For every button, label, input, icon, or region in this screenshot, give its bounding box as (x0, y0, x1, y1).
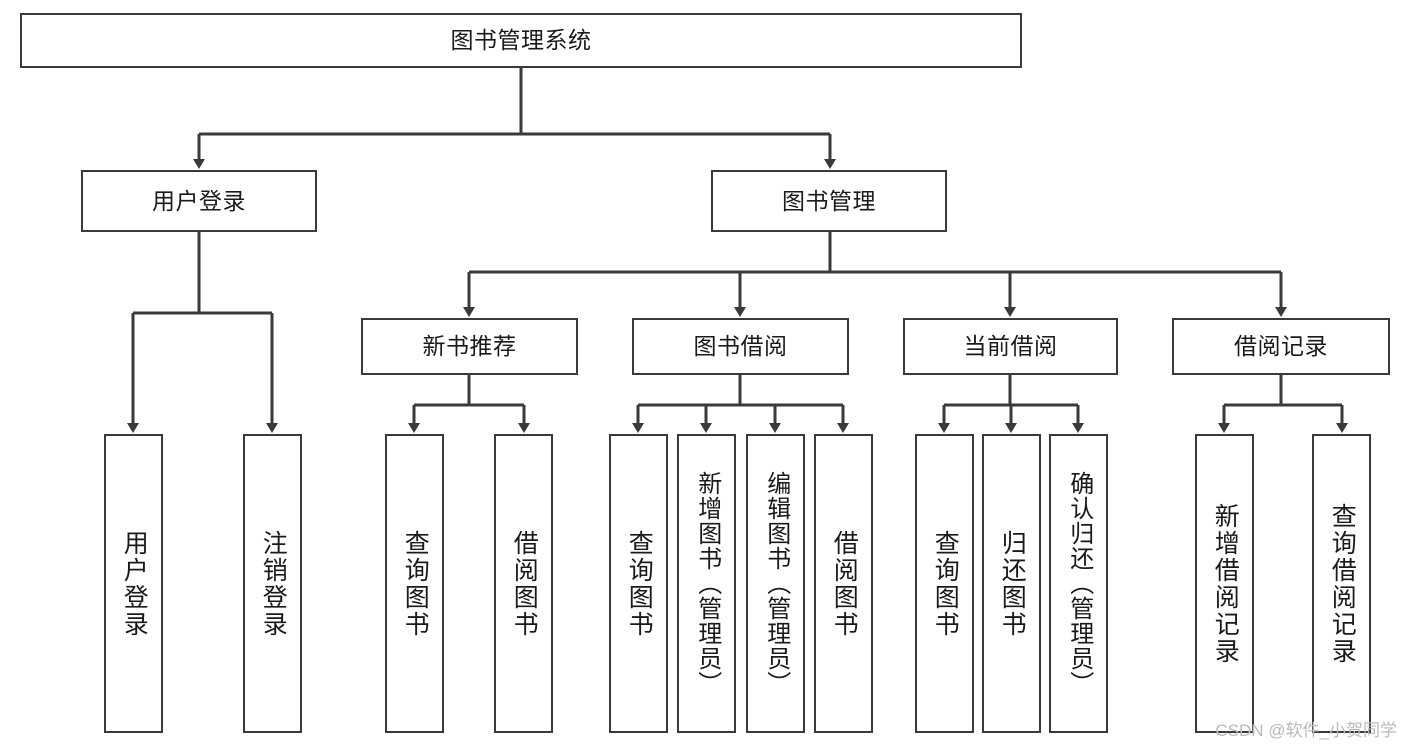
node-leaf-user-login[interactable]: 用户登录 (104, 434, 163, 733)
node-leaf-query-borrow-record-label: 查询借阅记录 (1328, 502, 1357, 665)
node-leaf-add-borrow-record-label: 新增借阅记录 (1211, 502, 1240, 665)
node-leaf-edit-book-admin[interactable]: 编辑图书（管理员） (746, 434, 805, 733)
node-leaf-query-book-borrow-label: 查询图书 (625, 529, 654, 638)
node-leaf-logout-label: 注销登录 (259, 529, 288, 638)
node-leaf-add-borrow-record[interactable]: 新增借阅记录 (1195, 434, 1254, 733)
node-leaf-user-login-label: 用户登录 (120, 529, 149, 638)
node-leaf-edit-book-admin-label: 编辑图书（管理员） (762, 471, 790, 696)
node-borrow-record[interactable]: 借阅记录 (1172, 318, 1390, 375)
node-user-login-label: 用户登录 (152, 187, 246, 214)
node-leaf-query-book-borrow[interactable]: 查询图书 (609, 434, 668, 733)
node-current-borrow-label: 当前借阅 (963, 333, 1058, 360)
node-leaf-confirm-return-admin[interactable]: 确认归还（管理员） (1049, 434, 1108, 733)
node-new-book-recommend-label: 新书推荐 (422, 333, 517, 360)
node-borrow-record-label: 借阅记录 (1234, 333, 1328, 360)
node-leaf-borrow-book-label: 借阅图书 (830, 529, 859, 638)
node-leaf-query-borrow-record[interactable]: 查询借阅记录 (1312, 434, 1371, 733)
node-new-book-recommend[interactable]: 新书推荐 (361, 318, 578, 375)
node-leaf-add-book-admin-label: 新增图书（管理员） (693, 471, 721, 696)
node-leaf-query-book-recommend-label: 查询图书 (401, 529, 430, 638)
node-leaf-return-book[interactable]: 归还图书 (982, 434, 1041, 733)
node-leaf-query-book-recommend[interactable]: 查询图书 (385, 434, 444, 733)
csdn-watermark: CSDN @软件_小贺同学 (1215, 721, 1397, 740)
node-book-borrow[interactable]: 图书借阅 (632, 318, 849, 375)
node-leaf-logout[interactable]: 注销登录 (243, 434, 302, 733)
node-user-login[interactable]: 用户登录 (81, 170, 317, 232)
node-leaf-borrow-book-recommend-label: 借阅图书 (510, 529, 539, 638)
node-leaf-add-book-admin[interactable]: 新增图书（管理员） (677, 434, 736, 733)
node-book-management-label: 图书管理 (782, 187, 876, 214)
node-leaf-confirm-return-admin-label: 确认归还（管理员） (1065, 471, 1093, 696)
node-leaf-query-book-current[interactable]: 查询图书 (915, 434, 974, 733)
node-root[interactable]: 图书管理系统 (20, 13, 1022, 68)
node-book-management[interactable]: 图书管理 (711, 170, 947, 232)
node-leaf-borrow-book[interactable]: 借阅图书 (814, 434, 873, 733)
node-leaf-borrow-book-recommend[interactable]: 借阅图书 (494, 434, 553, 733)
node-book-borrow-label: 图书借阅 (693, 333, 788, 360)
node-leaf-query-book-current-label: 查询图书 (931, 529, 960, 638)
node-leaf-return-book-label: 归还图书 (998, 529, 1027, 638)
node-current-borrow[interactable]: 当前借阅 (903, 318, 1118, 375)
node-root-label: 图书管理系统 (450, 27, 592, 54)
